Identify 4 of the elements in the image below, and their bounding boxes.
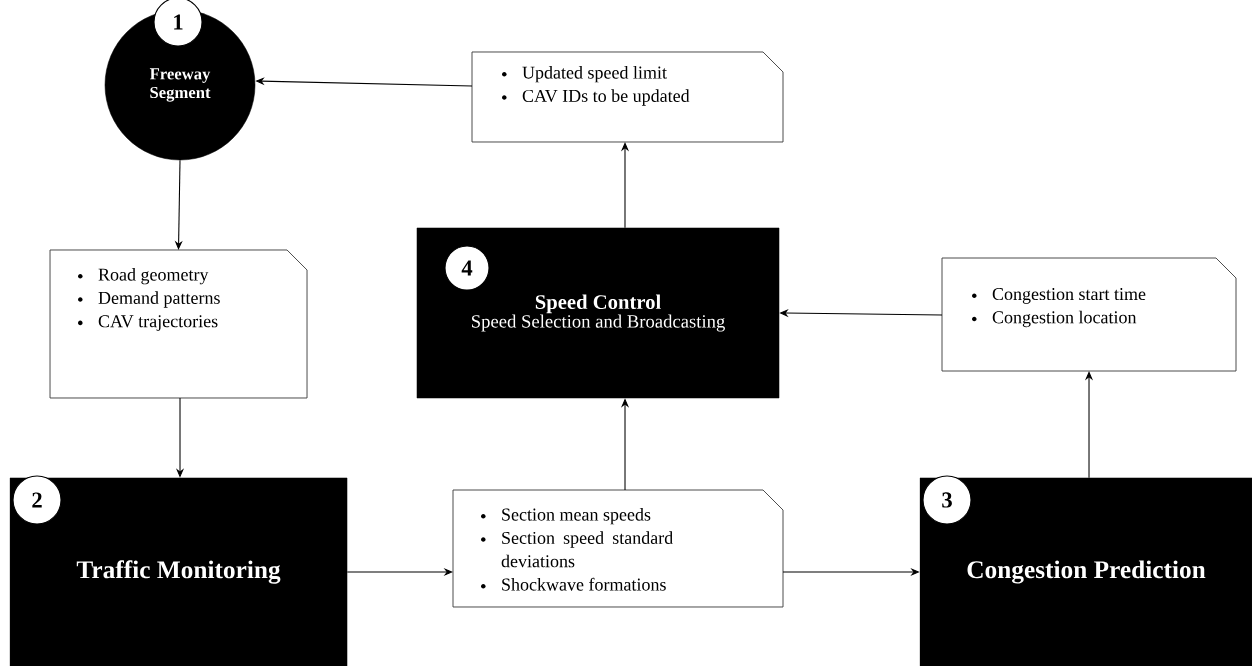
note-box: Updated speed limit CAV IDs to be updated [471, 51, 784, 143]
note-box: Section mean speeds Section speed standard deviations Shockwave formations [452, 489, 784, 608]
note-box: Road geometry Demand patterns CAV trajectories [49, 249, 308, 399]
note-box: Congestion start time Congestion location [941, 257, 1237, 372]
